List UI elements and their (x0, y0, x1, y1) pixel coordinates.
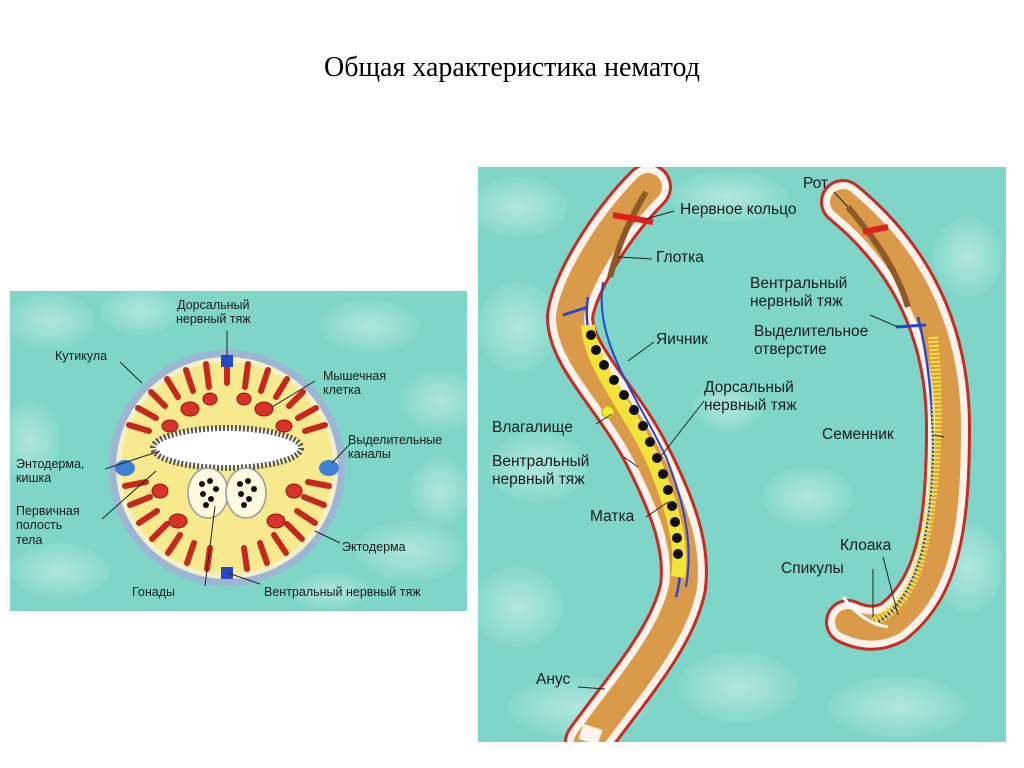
worms-panel: Нервное кольцо Глотка Яичник Дорсальный … (478, 167, 1006, 742)
label-ovary: Яичник (656, 331, 708, 348)
label-excretory-pore: Выделительное отверстие (754, 323, 869, 358)
female-eggs (586, 330, 683, 559)
label-dorsal-nerve-cord: Дорсальный нервный тяж (176, 298, 251, 327)
label-cuticle: Кутикула (55, 349, 108, 363)
label-gonads: Гонады (132, 585, 176, 599)
dorsal-nerve-cord (221, 355, 233, 367)
label-anus: Анус (536, 671, 571, 688)
label-muscle-cell: Мышечная клетка (323, 369, 387, 398)
label-endoderm: Энтодерма, кишка (16, 457, 85, 486)
label-ventral-nerve-cord-male: Вентральный нервный тяж (750, 275, 848, 310)
label-excretory-canals: Выделительные каналы (348, 433, 443, 462)
label-ventral-nerve-cord: Вентральный нервный тяж (264, 585, 421, 599)
label-ectoderm: Эктодерма (342, 540, 406, 554)
worm-leader-lines (577, 191, 945, 690)
ventral-nerve-cord (221, 567, 233, 579)
water-pattern (478, 172, 1003, 737)
gonads (187, 467, 267, 519)
male-worm (820, 179, 972, 651)
label-pharynx: Глотка (656, 249, 704, 266)
label-ventral-nerve-cord-female: Вентральный нервный тяж (492, 453, 590, 488)
label-body-cavity: Первичная полость тела (16, 504, 80, 547)
female-worm (545, 167, 708, 742)
muscle-cells (151, 392, 303, 529)
label-dorsal-nerve-cord-female: Дорсальный нервный тяж (704, 379, 797, 414)
label-cloaca: Клоака (840, 537, 892, 554)
label-nerve-ring: Нервное кольцо (680, 201, 797, 218)
water-pattern (10, 291, 467, 609)
slide-title: Общая характеристика нематод (324, 52, 700, 83)
muscle-layer (122, 359, 332, 572)
label-uterus: Матка (590, 508, 635, 525)
label-spicules: Спикулы (781, 560, 844, 577)
label-testis: Семенник (822, 426, 894, 443)
cross-section-panel: Дорсальный нервный тяж Кутикула Мышечная… (10, 291, 467, 611)
cross-section-diagram (10, 291, 467, 611)
label-vagina: Влагалище (492, 419, 573, 436)
cross-leader-lines (101, 331, 351, 587)
worms-diagram (478, 167, 1006, 742)
excretory-canal-right (319, 460, 339, 476)
label-mouth: Рот (803, 175, 829, 192)
